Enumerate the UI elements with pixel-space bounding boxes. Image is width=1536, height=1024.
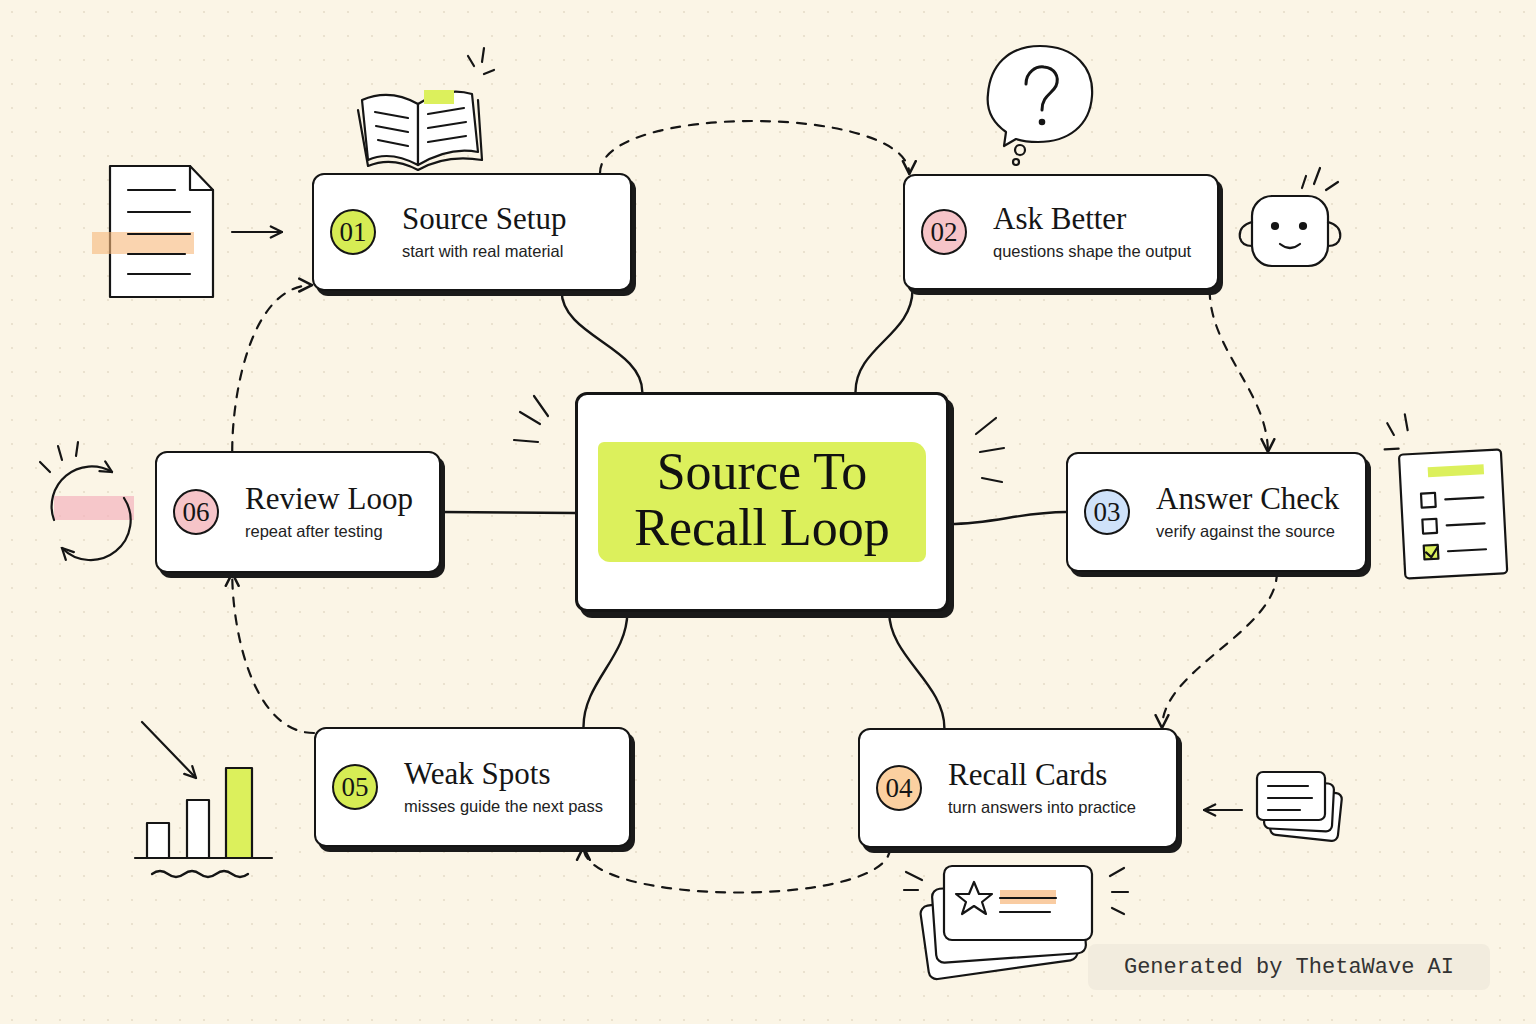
hub-link xyxy=(856,290,913,392)
step-subtitle: repeat after testing xyxy=(245,522,413,541)
checklist-icon xyxy=(1383,409,1507,579)
step-box: Weak Spots misses guide the next pass 05 xyxy=(314,727,631,847)
step-subtitle: verify against the source xyxy=(1156,522,1339,541)
document-icon xyxy=(92,166,282,297)
step-subtitle: start with real material xyxy=(402,242,604,261)
number-circle: 03 xyxy=(1084,489,1130,535)
step-box: Answer Check verify against the source 03 xyxy=(1066,452,1367,572)
flow-arrow xyxy=(232,285,312,451)
flashcards-icon xyxy=(1204,772,1342,841)
question-bubble-icon xyxy=(988,46,1093,165)
step-title: Recall Cards xyxy=(948,757,1150,793)
number-circle: 02 xyxy=(921,209,967,255)
flow-arrow xyxy=(232,573,314,733)
step-title: Review Loop xyxy=(245,481,413,517)
flow-arrow xyxy=(583,847,890,893)
callout-number: 04 xyxy=(886,773,913,804)
book-icon xyxy=(358,48,494,170)
cycle-icon xyxy=(40,442,134,560)
hub-link xyxy=(441,512,575,513)
step-box: Ask Better questions shape the output 02 xyxy=(903,174,1219,290)
hub-link xyxy=(889,612,944,728)
flow-arrow xyxy=(1162,572,1277,728)
step-subtitle: misses guide the next pass xyxy=(404,797,603,816)
flow-arrow xyxy=(600,121,909,174)
watermark: Generated by ThetaWave AI xyxy=(1088,944,1490,990)
step-box: Recall Cards turn answers into practice 04 xyxy=(858,728,1178,848)
center-box: Source To Recall Loop xyxy=(575,392,949,612)
step-title: Ask Better xyxy=(993,201,1191,237)
step-box: Source Setup start with real material 01 xyxy=(312,173,632,291)
step-subtitle: turn answers into practice xyxy=(948,798,1150,817)
step-box: Review Loop repeat after testing 06 xyxy=(155,451,441,573)
step-title: Answer Check xyxy=(1156,481,1339,517)
flow-arrow xyxy=(1210,290,1268,452)
number-circle: 01 xyxy=(330,209,376,255)
callout-number: 06 xyxy=(183,497,210,528)
callout-number: 02 xyxy=(931,217,958,248)
number-circle: 06 xyxy=(173,489,219,535)
center-title: Source To Recall Loop xyxy=(598,442,926,562)
hub-link xyxy=(583,612,627,727)
hub-link xyxy=(949,512,1066,524)
hub-link xyxy=(562,291,643,392)
callout-number: 05 xyxy=(342,772,369,803)
robot-face-icon xyxy=(1240,168,1341,266)
callout-number: 01 xyxy=(340,217,367,248)
step-title: Source Setup xyxy=(402,201,604,237)
step-subtitle: questions shape the output xyxy=(993,242,1191,261)
number-circle: 05 xyxy=(332,764,378,810)
number-circle: 04 xyxy=(876,765,922,811)
step-title: Weak Spots xyxy=(404,756,603,792)
callout-number: 03 xyxy=(1094,497,1121,528)
bar-chart-icon xyxy=(135,722,272,877)
